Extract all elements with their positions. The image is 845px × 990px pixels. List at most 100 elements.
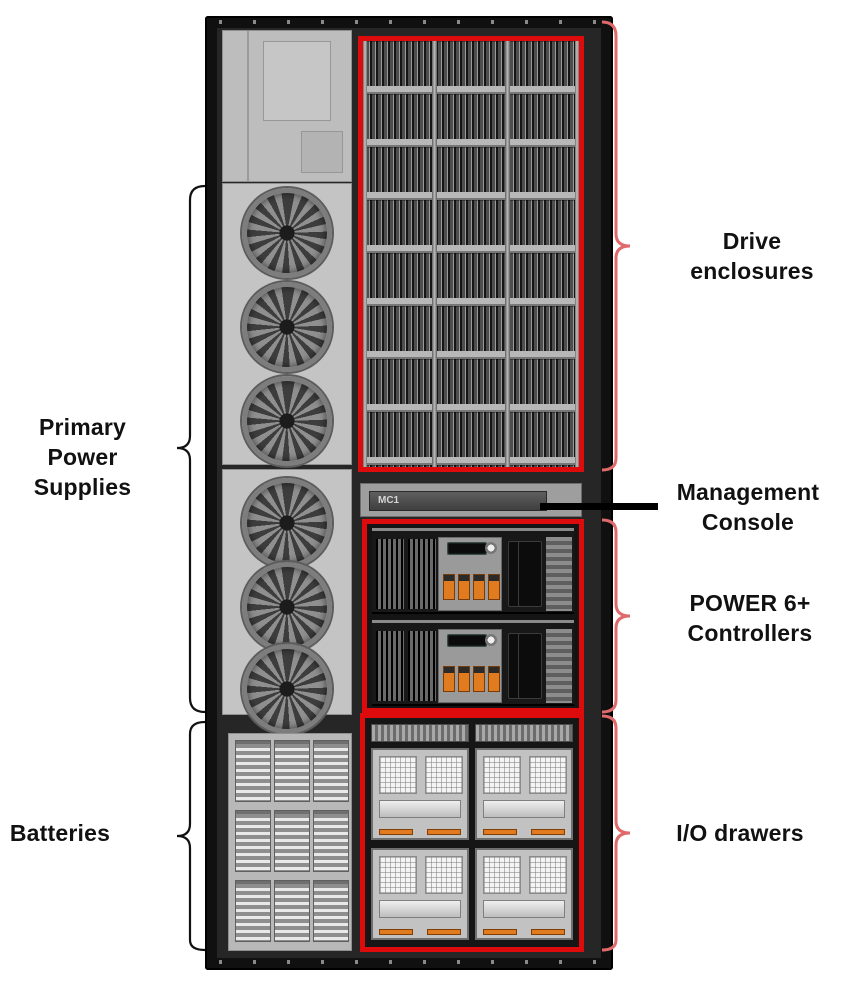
drawer-vent [379, 856, 417, 894]
battery-module [235, 880, 271, 942]
drawer-vent [483, 856, 521, 894]
drive-rail-right [575, 41, 579, 467]
console-id-label: MC1 [378, 495, 400, 506]
label-drive-enclosures: Drive enclosures [663, 226, 841, 286]
power-connector [443, 574, 455, 600]
power-connector [473, 666, 485, 692]
power6-controllers-section [362, 519, 584, 713]
cooling-fan [242, 376, 332, 466]
logo-badge-icon [485, 542, 497, 554]
power-connector [458, 574, 470, 600]
power-connector [458, 666, 470, 692]
label-line: Drive [722, 228, 782, 254]
heatsink-slats [408, 539, 436, 609]
power-connector [488, 666, 500, 692]
io-connector-panel [475, 724, 573, 742]
label-line: Primary [38, 414, 127, 440]
drawer-accent [379, 829, 413, 835]
frame-screws-top [219, 20, 599, 24]
frame-screws-bottom [219, 960, 599, 964]
battery-module [235, 740, 271, 802]
brace-batteries [176, 720, 206, 952]
io-drawer [371, 748, 469, 840]
drawer-handle [379, 900, 461, 918]
drawer-vent [529, 756, 567, 794]
battery-module [313, 810, 349, 872]
heatsink-slats [376, 539, 404, 609]
drive-module [518, 633, 542, 699]
drawer-vent [425, 756, 463, 794]
label-batteries: Batteries [0, 818, 120, 848]
label-line: Batteries [9, 820, 111, 846]
controller-panel [438, 537, 502, 611]
io-drawer [475, 748, 573, 840]
io-drawer [371, 848, 469, 940]
battery-module [274, 740, 310, 802]
drawer-accent [483, 829, 517, 835]
label-line: enclosures [690, 258, 814, 284]
drawer-accent [427, 829, 461, 835]
label-io-drawers: I/O drawers [655, 818, 825, 848]
battery-module [235, 810, 271, 872]
label-line: Supplies [33, 474, 132, 500]
drawer-accent [379, 929, 413, 935]
drawer-vent [379, 756, 417, 794]
cooling-fan [242, 562, 332, 652]
drawer-vent [425, 856, 463, 894]
power-connector [488, 574, 500, 600]
label-line: Management [676, 479, 820, 505]
cooling-fan [242, 188, 332, 278]
label-line: Power [47, 444, 118, 470]
battery-module [313, 880, 349, 942]
drive-column-separator [505, 41, 510, 467]
cooling-fan [242, 644, 332, 734]
panel-vent [263, 41, 331, 121]
heatsink-slats [376, 631, 404, 701]
drive-column-separator [432, 41, 437, 467]
drawer-accent [531, 829, 565, 835]
controller-panel [438, 629, 502, 703]
drawer-handle [379, 800, 461, 818]
heatsink-slats [408, 631, 436, 701]
panel-hatch [301, 131, 343, 173]
drawer-vent [529, 856, 567, 894]
controller-unit [372, 620, 574, 706]
label-management-console: Management Console [655, 477, 841, 537]
management-console-section: MC1 [360, 483, 582, 517]
drawer-vent [483, 756, 521, 794]
io-connector-panel [371, 724, 469, 742]
label-line: Controllers [687, 620, 813, 646]
batteries-section [228, 733, 352, 951]
controller-right-bay [546, 629, 572, 703]
label-power6-controllers: POWER 6+ Controllers [660, 588, 840, 648]
io-drawers-section [360, 713, 584, 952]
drive-module [518, 541, 542, 607]
controller-unit [372, 528, 574, 614]
management-console-unit: MC1 [369, 491, 547, 511]
label-line: Console [701, 509, 795, 535]
power-connector [443, 666, 455, 692]
status-display [447, 542, 487, 555]
battery-module [274, 880, 310, 942]
drawer-accent [531, 929, 565, 935]
controller-right-bay [546, 537, 572, 611]
battery-module [313, 740, 349, 802]
brace-primary-power [176, 184, 206, 714]
drive-slots [363, 41, 579, 467]
label-line: I/O drawers [676, 820, 804, 846]
drawer-accent [427, 929, 461, 935]
cooling-fan [242, 282, 332, 372]
label-line: POWER 6+ [689, 590, 811, 616]
label-primary-power-supplies: Primary Power Supplies [0, 412, 165, 502]
cooling-fan [242, 478, 332, 568]
power-connector [473, 574, 485, 600]
drive-rail-left [363, 41, 367, 467]
panel-hinge [247, 31, 249, 181]
io-drawer [475, 848, 573, 940]
drawer-handle [483, 800, 565, 818]
battery-module [274, 810, 310, 872]
drive-enclosures-section [358, 36, 584, 472]
drawer-accent [483, 929, 517, 935]
drawer-handle [483, 900, 565, 918]
